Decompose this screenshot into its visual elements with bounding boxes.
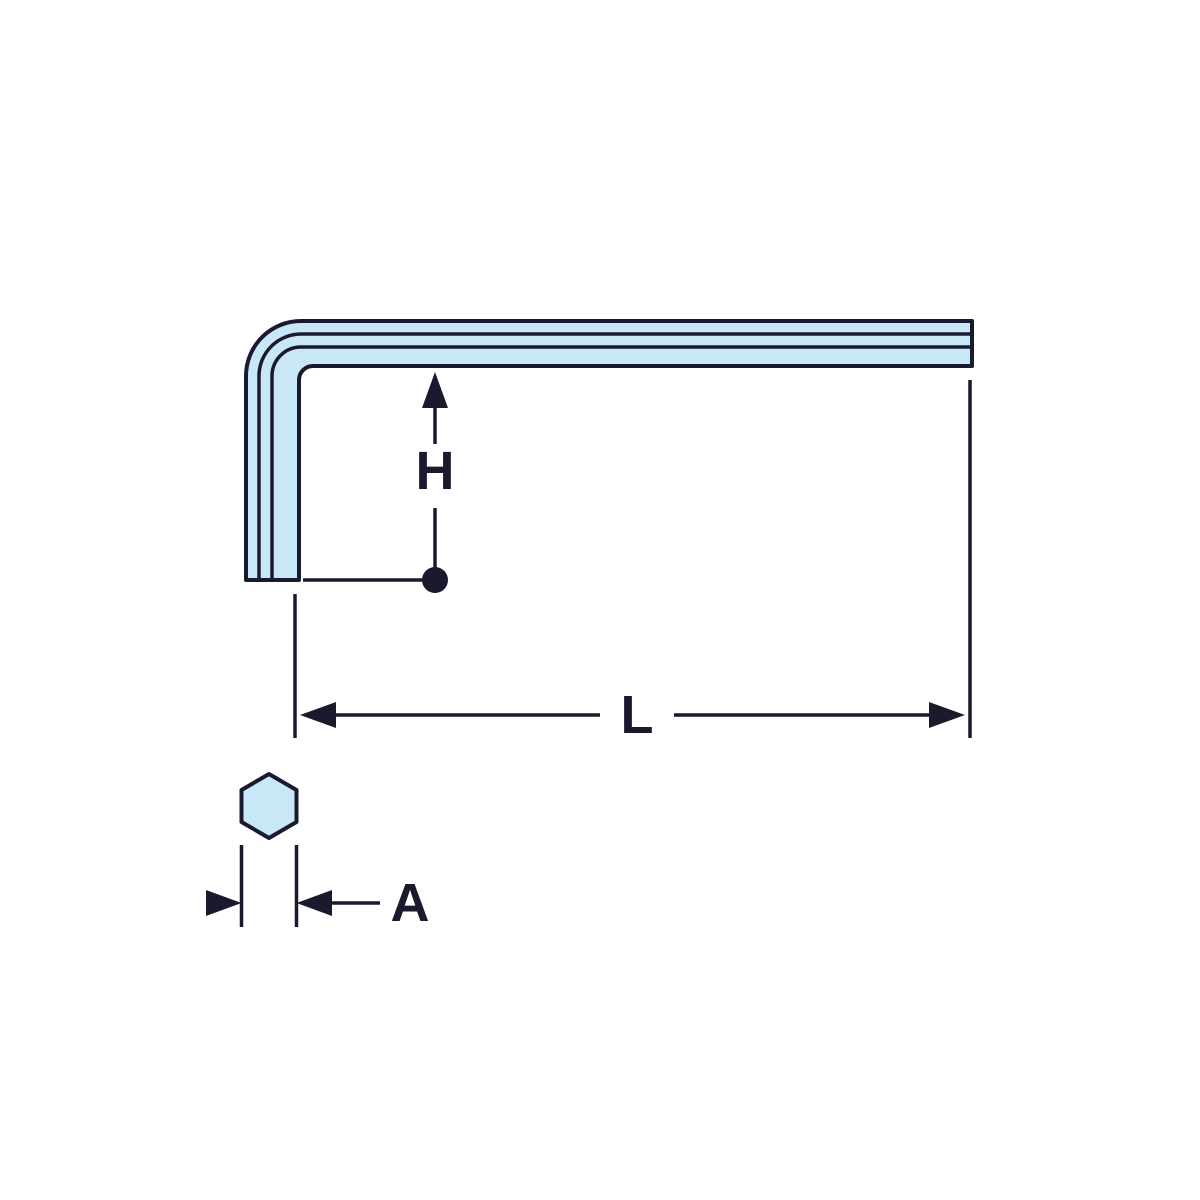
- arrow-up-icon: [422, 372, 448, 408]
- dimension-h: H: [303, 372, 455, 593]
- arrow-inward-left-icon: [296, 890, 332, 916]
- hexagon-section: [239, 772, 299, 840]
- arrow-inward-right-icon: [206, 890, 242, 916]
- arrow-right-icon: [929, 702, 965, 728]
- dimension-h-label: H: [416, 441, 455, 501]
- hex-cross-section: [239, 772, 299, 840]
- hex-key-body: [244, 319, 974, 582]
- arrow-left-icon: [300, 702, 336, 728]
- dimension-a-label: A: [391, 873, 430, 933]
- dimension-l: L: [293, 380, 972, 745]
- hex-facet-line-1: [257, 332, 972, 580]
- dimension-l-label: L: [621, 685, 654, 745]
- hex-facet-line-2: [270, 345, 972, 580]
- dimension-a: A: [206, 845, 430, 933]
